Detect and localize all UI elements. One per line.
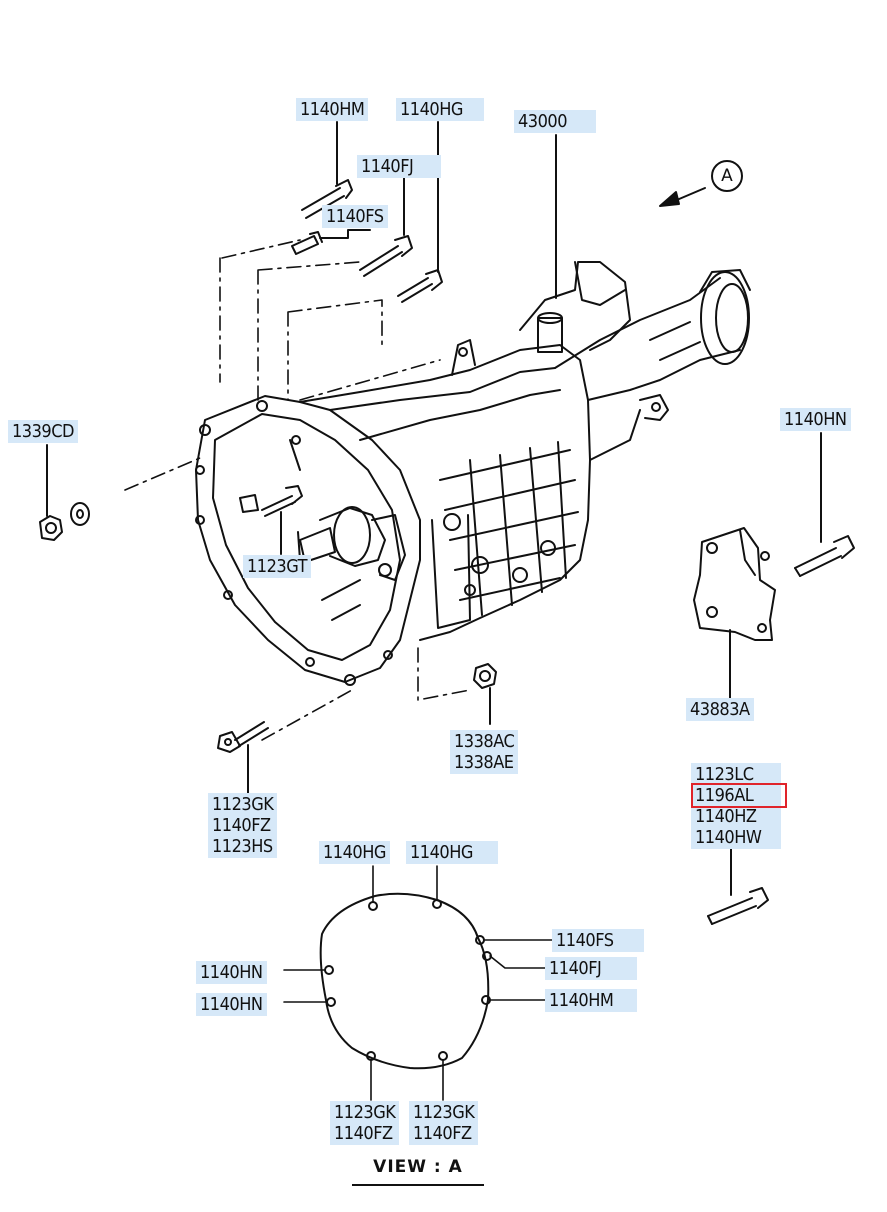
- view-label-1123gk-a: 1123GK: [334, 1102, 396, 1123]
- view-label-1140hg-b[interactable]: 1140HG: [406, 841, 498, 864]
- bolt-1140fs-top: [291, 231, 323, 255]
- bolt-1196al: [707, 887, 769, 925]
- label-43000[interactable]: 43000: [514, 110, 596, 133]
- view-label-1140fz-b: 1140FZ: [413, 1123, 472, 1144]
- label-1123lc: 1123LC: [695, 764, 754, 785]
- nut-1338ac: [473, 663, 497, 689]
- label-1123gk: 1123GK: [212, 794, 274, 815]
- label-1140hg-top[interactable]: 1140HG: [396, 98, 484, 121]
- transmission-assembly: [195, 261, 751, 686]
- bracket-43883a: [693, 527, 776, 641]
- bolt-1123gk-left: [217, 721, 269, 753]
- bolt-1140hg-top: [397, 269, 443, 303]
- view-label-1123gk-a-group[interactable]: 1123GK 1140FZ: [330, 1101, 400, 1145]
- view-label-1140hg-a[interactable]: 1140HG: [319, 841, 390, 864]
- bolt-1140fj-top: [359, 235, 413, 277]
- view-label-1140hn-b[interactable]: 1140HN: [196, 993, 267, 1016]
- label-1123hs: 1123HS: [212, 836, 273, 857]
- view-a-arrow: [659, 187, 706, 207]
- label-1338-group[interactable]: 1338AC 1338AE: [450, 730, 519, 774]
- washer-1339cd: [70, 502, 90, 526]
- view-a-housing-outline: [319, 892, 492, 1070]
- view-title: VIEW : A: [352, 1157, 484, 1186]
- label-1140hm-top[interactable]: 1140HM: [296, 98, 369, 121]
- view-label-1123gk-b: 1123GK: [413, 1102, 475, 1123]
- label-1140hw: 1140HW: [695, 827, 762, 848]
- view-label-1140fs[interactable]: 1140FS: [552, 929, 644, 952]
- view-label-1140hn-a[interactable]: 1140HN: [196, 961, 267, 984]
- label-1123gt[interactable]: 1123GT: [243, 555, 311, 578]
- construction-lines: [124, 239, 471, 741]
- label-43883a[interactable]: 43883A: [686, 698, 754, 721]
- label-1339cd[interactable]: 1339CD: [8, 420, 78, 443]
- label-1140hz: 1140HZ: [695, 806, 757, 827]
- view-a-marker: A: [711, 160, 743, 192]
- stud-1123gt: [261, 485, 303, 517]
- label-1338ac: 1338AC: [454, 731, 515, 752]
- bolt-1140hn-right: [794, 535, 855, 577]
- label-1140fs-top[interactable]: 1140FS: [322, 205, 388, 228]
- label-1140fj-top[interactable]: 1140FJ: [357, 155, 441, 178]
- leader-lines: [46, 121, 822, 896]
- label-1123gk-left-group[interactable]: 1123GK 1140FZ 1123HS: [208, 793, 278, 858]
- view-label-1140hm[interactable]: 1140HM: [545, 989, 637, 1012]
- view-a-leader-lines: [283, 865, 556, 1101]
- view-label-1123gk-b-group[interactable]: 1123GK 1140FZ: [409, 1101, 479, 1145]
- label-1140hn-right[interactable]: 1140HN: [780, 408, 851, 431]
- label-bolt-group[interactable]: 1123LC 1196AL 1140HZ 1140HW: [691, 763, 787, 849]
- view-label-1140fz-a: 1140FZ: [334, 1123, 393, 1144]
- view-label-1140fj[interactable]: 1140FJ: [545, 957, 637, 980]
- label-1196al: 1196AL: [691, 783, 787, 808]
- label-1338ae: 1338AE: [454, 752, 514, 773]
- nut-1339cd: [39, 515, 63, 541]
- label-1140fz: 1140FZ: [212, 815, 271, 836]
